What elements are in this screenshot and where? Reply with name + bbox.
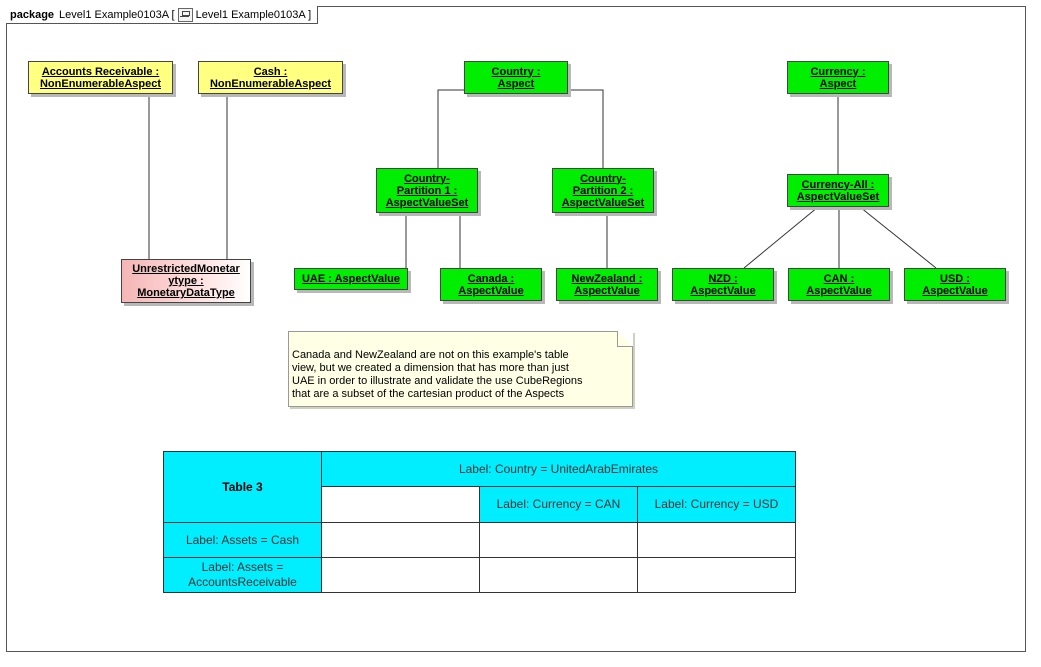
partition1-line3: AspectValueSet — [385, 196, 469, 209]
note-line-1: Canada and NewZealand are not on this ex… — [292, 349, 569, 361]
table-cell[interactable] — [479, 557, 638, 593]
connector-country-partition2 — [568, 89, 604, 168]
row2-line2: AccountsReceivable — [188, 575, 297, 589]
package-link[interactable]: Level1 Example0103A ] — [195, 8, 312, 21]
note-line-3: UAE in order to illustrate and validate … — [292, 375, 583, 387]
empty-header-cell — [321, 485, 480, 524]
usd-line2: AspectValue — [922, 284, 988, 297]
country-column-header: Label: Country = UnitedArabEmirates — [321, 451, 796, 487]
connector-country-partition1 — [437, 89, 464, 168]
canada-line2: AspectValue — [458, 284, 524, 297]
currency-line1: Currency : — [810, 65, 866, 78]
table-cell[interactable] — [637, 557, 796, 593]
country-line2: Aspect — [497, 77, 535, 90]
note-line-4: that are a subset of the cartesian produ… — [292, 388, 565, 400]
package-frame — [6, 6, 1026, 652]
canada-line1: Canada : — [467, 272, 515, 285]
partition2-line2: Partition 2 : — [572, 184, 634, 197]
can-line2: AspectValue — [806, 284, 872, 297]
table-cell[interactable] — [637, 522, 796, 558]
partition1-line1: Country- — [404, 172, 450, 185]
currency-usd-header: Label: Currency = USD — [637, 485, 796, 524]
currency-all-line2: AspectValueSet — [796, 190, 880, 203]
table-cell[interactable] — [321, 522, 480, 558]
row2-line1: Label: Assets = — [201, 560, 284, 574]
unrestricted-line2: ytype : — [168, 275, 204, 287]
table-cell[interactable] — [479, 522, 638, 558]
currency-all-element[interactable]: Currency-All :AspectValueSet — [787, 174, 889, 207]
cash-element[interactable]: Cash :NonEnumerableAspect — [198, 61, 343, 94]
nzd-element[interactable]: NZD :AspectValue — [672, 268, 774, 301]
table-cell[interactable] — [321, 557, 480, 593]
package-frame-tab[interactable]: package Level1 Example0103A [ Level1 Exa… — [6, 6, 319, 24]
currency-line2: Aspect — [819, 77, 857, 90]
can-line1: CAN : — [823, 272, 855, 285]
newzealand-element[interactable]: NewZealand :AspectValue — [556, 268, 658, 301]
currency-aspect-element[interactable]: Currency :Aspect — [787, 61, 889, 94]
diagram-icon — [177, 7, 193, 22]
table-3: Table 3 Label: Country = UnitedArabEmira… — [163, 451, 796, 593]
table-title: Table 3 — [163, 451, 322, 523]
partition1-line2: Partition 1 : — [396, 184, 458, 197]
row-header-cash: Label: Assets = Cash — [163, 522, 322, 558]
row-header-accounts-receivable: Label: Assets = AccountsReceivable — [163, 557, 322, 593]
cash-line1: Cash : — [253, 65, 288, 78]
usd-element[interactable]: USD :AspectValue — [904, 268, 1006, 301]
partition2-line3: AspectValueSet — [561, 196, 645, 209]
connector-currencyall-nzd — [743, 206, 819, 269]
canada-element[interactable]: Canada :AspectValue — [440, 268, 542, 301]
accounts-receivable-line1: Accounts Receivable : — [41, 65, 160, 78]
newzealand-line1: NewZealand : — [571, 272, 643, 285]
country-aspect-element[interactable]: Country :Aspect — [464, 61, 568, 94]
note-line-2: view, but we created a dimension that ha… — [292, 362, 569, 374]
can-element[interactable]: CAN :AspectValue — [788, 268, 890, 301]
currency-all-line1: Currency-All : — [801, 178, 875, 191]
uae-element[interactable]: UAE : AspectValue — [294, 268, 408, 290]
nzd-line2: AspectValue — [690, 284, 756, 297]
connector-currencyall-usd — [859, 206, 937, 269]
currency-can-header: Label: Currency = CAN — [479, 485, 638, 524]
note-folded-corner — [617, 331, 633, 347]
package-name: Level1 Example0103A [ — [59, 8, 175, 21]
country-partition1-element[interactable]: Country-Partition 1 :AspectValueSet — [376, 168, 478, 213]
country-line1: Country : — [491, 65, 541, 78]
uae-line1: UAE : AspectValue — [301, 273, 400, 285]
partition2-line1: Country- — [580, 172, 626, 185]
cash-line2: NonEnumerableAspect — [209, 77, 332, 90]
accounts-receivable-element[interactable]: Accounts Receivable :NonEnumerableAspect — [28, 61, 173, 94]
country-partition2-element[interactable]: Country-Partition 2 :AspectValueSet — [552, 168, 654, 213]
package-keyword: package — [10, 8, 55, 21]
unrestricted-line3: MonetaryDataType — [137, 287, 235, 299]
comment-note[interactable]: Canada and NewZealand are not on this ex… — [288, 331, 633, 407]
accounts-receivable-line2: NonEnumerableAspect — [39, 77, 162, 90]
newzealand-line2: AspectValue — [574, 284, 640, 297]
usd-line1: USD : — [940, 272, 970, 285]
nzd-line1: NZD : — [708, 272, 738, 285]
unrestricted-line1: UnrestrictedMonetar — [132, 263, 240, 275]
